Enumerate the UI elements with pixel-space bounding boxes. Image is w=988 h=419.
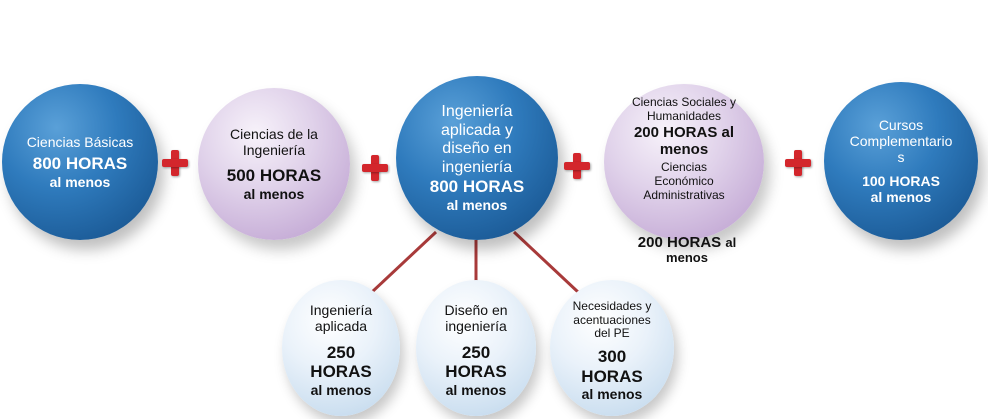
node-hours: 100 HORAS: [862, 173, 940, 190]
node-line-3: Ciencias: [660, 160, 708, 175]
node-note: al menos: [310, 381, 372, 398]
connector-to-necesidades: [512, 230, 580, 294]
node-title-line-1: Ciencias de la: [230, 126, 318, 143]
node-ciencias-ingenieria: Ciencias de la Ingeniería 500 HORAS al m…: [198, 88, 350, 240]
plus-icon-1: [162, 150, 188, 176]
sociales-hours-2: 200 HORAS al menos: [612, 234, 762, 266]
plus-icon-4: [785, 150, 811, 176]
node-line-2: ingeniería: [445, 318, 507, 335]
node-hours-unit: HORAS: [581, 366, 643, 386]
node-line-5: Administrativas: [643, 187, 725, 202]
node-sociales-economico: Ciencias Sociales y Humanidades 200 HORA…: [604, 84, 764, 240]
node-note: al menos: [243, 185, 305, 202]
node-line-1: Ciencias Sociales y: [631, 95, 737, 109]
node-line-3: diseño en: [442, 140, 512, 158]
plus-icon-2: [362, 155, 388, 181]
node-hours-number: 250: [461, 342, 491, 362]
node-line-2: Humanidades: [646, 108, 722, 123]
node-note-2: menos: [666, 250, 708, 266]
node-cursos-complementarios: Cursos Complementario s 100 HORAS al men…: [824, 82, 978, 240]
node-sub-ingenieria-aplicada: Ingeniería aplicada 250 HORAS al menos: [282, 280, 400, 416]
node-note-1: menos: [659, 140, 709, 158]
node-line-1: Diseño en: [444, 302, 508, 319]
node-hours-2-note: al: [725, 235, 737, 250]
node-sub-necesidades: Necesidades y acentuaciones del PE 300 H…: [550, 280, 674, 416]
node-hours-1-value: 200 HORAS: [633, 123, 718, 141]
node-hours: 800 HORAS: [429, 176, 525, 196]
node-line-1: Necesidades y: [572, 298, 652, 313]
node-sub-diseno: Diseño en ingeniería 250 HORAS al menos: [416, 280, 536, 416]
node-line-4: Económico: [654, 173, 714, 188]
node-line-1: Ingeniería: [441, 103, 513, 121]
plus-icon-3: [564, 153, 590, 179]
node-hours-1: 200 HORAS al: [634, 124, 734, 141]
node-hours-number: 300: [597, 347, 627, 367]
node-ciencias-basicas: Ciencias Básicas 800 HORAS al menos: [2, 84, 158, 240]
node-line-2: Complementario: [849, 132, 953, 149]
node-line-2: acentuaciones: [573, 312, 651, 327]
node-line-4: ingeniería: [441, 158, 513, 176]
node-title-line-2: Ingeniería: [242, 142, 306, 159]
node-hours: 800 HORAS: [32, 154, 128, 174]
connector-to-ingenieria-aplicada: [370, 230, 438, 294]
node-hours-2-value: 200 HORAS: [637, 234, 722, 251]
node-note: al menos: [870, 189, 932, 206]
node-note: al menos: [581, 386, 643, 403]
node-note: al menos: [49, 173, 111, 190]
node-note: al menos: [446, 196, 508, 213]
node-line-1: Cursos: [878, 116, 924, 133]
node-line-3: s: [897, 148, 905, 165]
node-line-1: Ingeniería: [309, 302, 373, 319]
node-hours-1-note: al: [721, 123, 735, 141]
node-note: al menos: [445, 381, 507, 398]
node-hours-unit: HORAS: [310, 362, 372, 382]
node-hours-unit: HORAS: [445, 362, 507, 382]
node-hours-number: 250: [326, 342, 356, 362]
node-line-3: del PE: [594, 326, 630, 341]
node-hours: 500 HORAS: [226, 166, 322, 186]
node-title: Ciencias Básicas: [26, 134, 134, 151]
node-line-2: aplicada: [314, 318, 368, 335]
node-ingenieria-aplicada-diseno: Ingeniería aplicada y diseño en ingenier…: [396, 76, 558, 240]
node-line-2: aplicada y: [440, 121, 514, 139]
